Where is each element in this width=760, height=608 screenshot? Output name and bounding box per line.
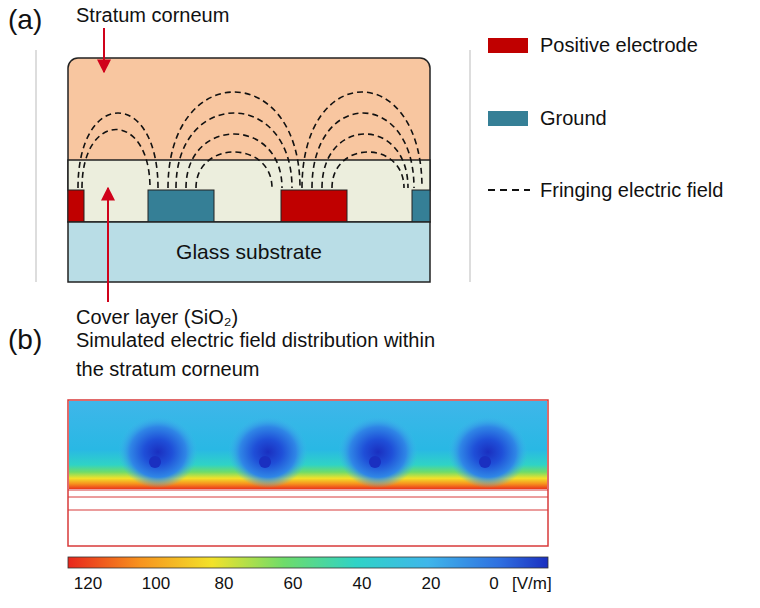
layer-label: Cover layer (SiO₂) bbox=[76, 306, 238, 329]
panel-label: (b) bbox=[8, 324, 42, 356]
panel-label: (a) bbox=[8, 4, 42, 36]
panel-title: Simulated electric field distribution wi… bbox=[76, 326, 436, 384]
substrate-layer: Glass substrate bbox=[68, 222, 430, 282]
legend-text: Fringing electric field bbox=[540, 179, 723, 202]
layer-name: Glass substrate bbox=[176, 240, 322, 264]
scale-value: 100 bbox=[142, 574, 170, 594]
scale-value: 120 bbox=[74, 574, 102, 594]
layer-label: Stratum corneum bbox=[76, 4, 229, 27]
scale-value: 20 bbox=[422, 574, 441, 594]
legend-swatch bbox=[488, 111, 528, 126]
legend-text: Ground bbox=[540, 107, 607, 130]
legend-swatch bbox=[488, 38, 528, 53]
scale-value: 40 bbox=[353, 574, 372, 594]
legend-text: Positive electrode bbox=[540, 34, 698, 57]
scale-value: 80 bbox=[215, 574, 234, 594]
scale-value: 0 bbox=[489, 574, 498, 594]
scale-value: 60 bbox=[284, 574, 303, 594]
unit-label: [V/m] bbox=[512, 574, 552, 594]
